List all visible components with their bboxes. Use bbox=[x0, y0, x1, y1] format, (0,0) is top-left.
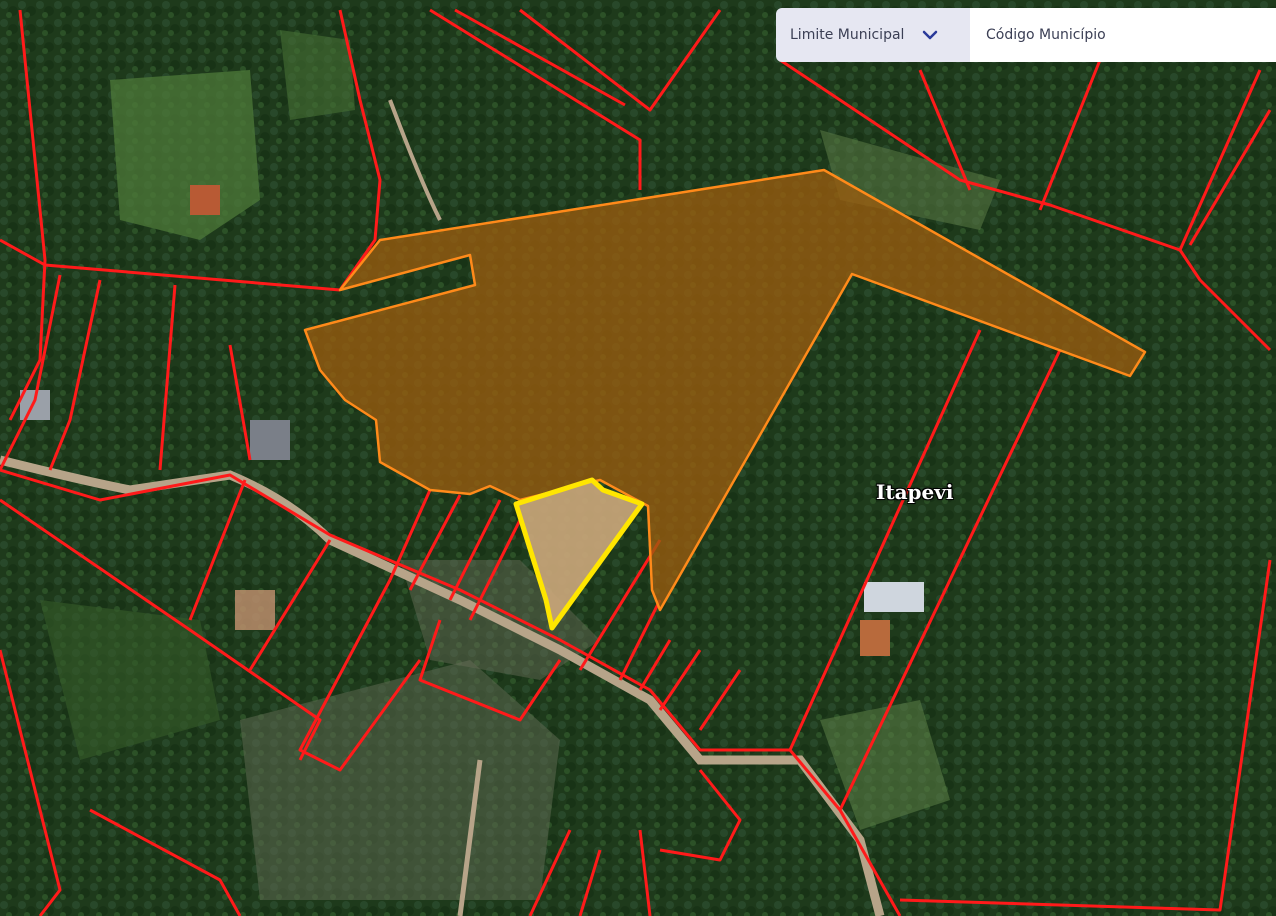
parcel-line bbox=[188, 479, 247, 621]
road bbox=[457, 759, 483, 916]
parcel-line bbox=[0, 274, 62, 471]
parcel-line bbox=[638, 639, 672, 691]
parcel-line bbox=[248, 539, 332, 671]
pasture-area bbox=[40, 600, 220, 760]
map-toolbar: Limite Municipal bbox=[776, 8, 1276, 62]
parcel-line bbox=[788, 329, 1062, 812]
parcel-line bbox=[578, 849, 602, 916]
parcel-line bbox=[1188, 109, 1272, 246]
chevron-down-icon bbox=[923, 30, 938, 40]
parcel-line bbox=[0, 238, 341, 292]
pasture-area bbox=[280, 30, 355, 120]
parcel-line bbox=[228, 344, 252, 461]
pasture-area bbox=[110, 70, 260, 240]
parcel-line bbox=[899, 559, 1272, 912]
parcel-line bbox=[388, 489, 432, 581]
municipality-code-input[interactable] bbox=[970, 8, 1276, 62]
parcel-line bbox=[8, 9, 47, 421]
parcel-line bbox=[658, 649, 702, 711]
parcel-line bbox=[918, 69, 972, 191]
parcel-line bbox=[408, 494, 462, 591]
parcel-line bbox=[418, 619, 562, 722]
road bbox=[388, 99, 442, 221]
parcel-line bbox=[158, 284, 177, 471]
parcel-line bbox=[468, 519, 522, 621]
parcel-line bbox=[578, 539, 662, 671]
parcel-line bbox=[454, 8, 626, 107]
highlighted-area[interactable] bbox=[303, 168, 1147, 612]
building-roof bbox=[860, 620, 890, 656]
parcel-line bbox=[618, 599, 662, 681]
building-roof bbox=[190, 185, 220, 215]
bare-soil bbox=[235, 590, 275, 630]
parcel-line bbox=[48, 279, 102, 471]
parcel-line bbox=[838, 809, 902, 916]
parcel-boundaries bbox=[0, 8, 1272, 916]
parcel-line bbox=[638, 829, 652, 916]
parcel-line bbox=[659, 769, 742, 862]
parcel-line bbox=[338, 9, 382, 291]
parcel-line bbox=[779, 58, 1262, 252]
parcel-line bbox=[528, 829, 572, 916]
building-roof bbox=[250, 420, 290, 460]
pasture-area bbox=[820, 700, 950, 830]
selected-parcel[interactable] bbox=[513, 477, 645, 631]
parcel-line bbox=[519, 8, 722, 112]
layer-select-label: Limite Municipal bbox=[790, 27, 905, 43]
parcel-line bbox=[298, 579, 422, 772]
parcel-line bbox=[429, 8, 642, 190]
parcel-line bbox=[0, 468, 790, 752]
layer-select[interactable]: Limite Municipal bbox=[776, 8, 970, 62]
parcel-line bbox=[698, 669, 742, 731]
parcel-line bbox=[1038, 59, 1102, 211]
parcel-line bbox=[1178, 249, 1272, 352]
building-roof bbox=[864, 582, 924, 612]
parcel-line bbox=[0, 498, 322, 761]
parcel-line bbox=[89, 808, 242, 916]
place-label: Itapevi bbox=[876, 480, 954, 504]
parcel-line bbox=[0, 649, 62, 916]
parcel-line bbox=[448, 499, 502, 601]
